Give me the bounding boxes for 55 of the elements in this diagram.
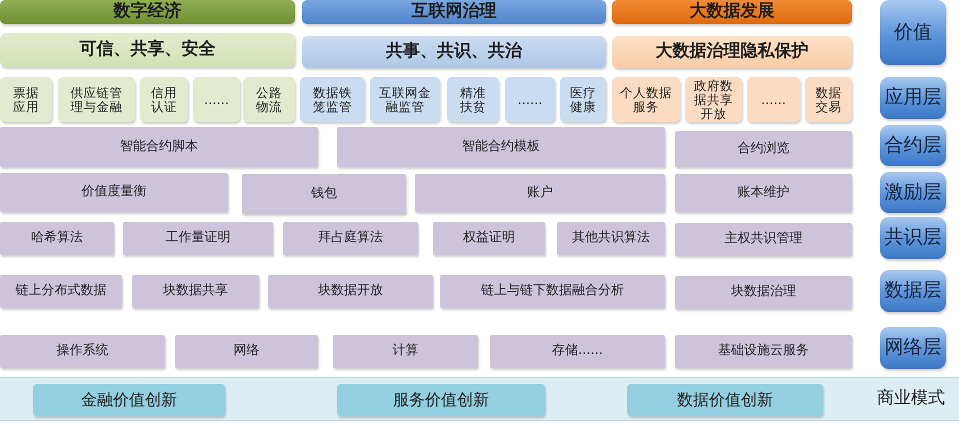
band-title: 商业模式 (877, 389, 945, 409)
component-box: 智能合约模板 (337, 127, 665, 167)
component-box: 主权共识管理 (675, 223, 852, 256)
component-box: 账本维护 (675, 174, 852, 212)
layer-block: 激励层 (880, 172, 946, 213)
application-tile: 政府数据共享开放 (685, 77, 742, 122)
component-box: 链上分布式数据 (0, 275, 122, 308)
application-tile: …… (193, 77, 240, 122)
value-innovation-box: 服务价值创新 (337, 384, 545, 416)
value-innovation-box: 金融价值创新 (33, 384, 225, 416)
value-innovation-box: 数据价值创新 (627, 384, 823, 416)
principle-banner: 可信、共享、安全 (0, 33, 295, 67)
component-box: 拜占庭算法 (283, 222, 418, 255)
component-box: 基础设施云服务 (675, 335, 852, 368)
application-tile: 公路物流 (243, 77, 295, 122)
application-tile: 供应链管理与金融 (58, 77, 135, 122)
component-box: 存储...... (490, 335, 665, 368)
layer-block: 网络层 (880, 327, 946, 369)
application-tile: 个人数据服务 (612, 77, 680, 122)
domain-banner: 互联网治理 (302, 0, 606, 24)
component-box: 块数据治理 (675, 276, 852, 309)
application-tile: 医疗健康 (560, 77, 606, 122)
component-box: 操作系统 (0, 335, 165, 368)
application-tile: 数据交易 (805, 77, 852, 122)
component-box: 计算 (333, 335, 478, 368)
application-tile: 票据应用 (0, 77, 52, 122)
component-box: 工作量证明 (123, 222, 273, 255)
application-tile: 精准扶贫 (447, 77, 499, 122)
component-box: 合约浏览 (675, 131, 852, 167)
component-box: 权益证明 (433, 222, 545, 255)
component-box: 网络 (175, 335, 318, 368)
domain-banner: 数字经济 (0, 0, 295, 24)
application-tile: 数据铁笼监管 (300, 77, 365, 122)
component-box: 其他共识算法 (557, 222, 665, 255)
application-tile: …… (747, 77, 800, 122)
application-tile: …… (505, 77, 555, 122)
component-box: 链上与链下数据融合分析 (440, 275, 665, 308)
layer-block: 应用层 (880, 77, 946, 119)
domain-banner: 大数据发展 (612, 0, 852, 24)
application-tile: 互联网金融监管 (370, 77, 440, 122)
component-box: 哈希算法 (0, 222, 114, 255)
component-box: 块数据共享 (132, 275, 259, 308)
layer-block: 合约层 (880, 125, 946, 166)
application-tile: 信用认证 (140, 77, 188, 122)
component-box: 账户 (415, 174, 665, 212)
component-box: 钱包 (242, 174, 406, 214)
business-model-band (0, 377, 959, 421)
layer-block: 价值 (880, 0, 946, 65)
component-box: 价值度量衡 (0, 173, 228, 212)
component-box: 块数据开放 (268, 275, 433, 308)
layer-block: 数据层 (880, 270, 946, 312)
principle-banner: 大数据治理隐私保护 (612, 36, 852, 68)
component-box: 智能合约脚本 (0, 127, 318, 167)
layer-block: 共识层 (880, 217, 946, 259)
principle-banner: 共事、共识、共治 (302, 36, 606, 68)
